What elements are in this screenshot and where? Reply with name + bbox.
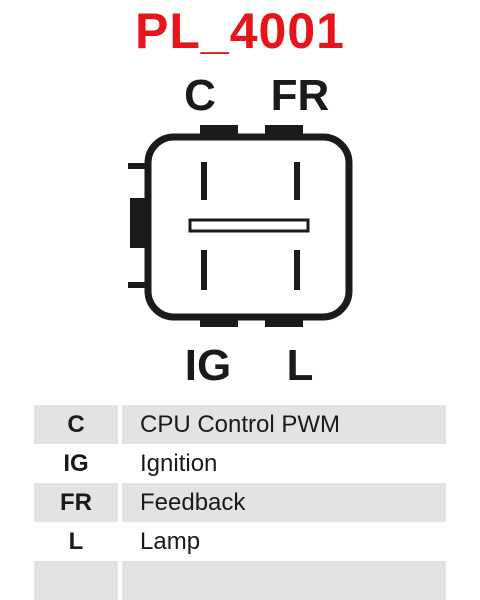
pin-label-l: L [286, 341, 314, 390]
legend-description: Feedback [122, 483, 446, 522]
connector-diagram [128, 125, 353, 327]
legend-row: IG Ignition [34, 444, 446, 483]
legend-description: Lamp [140, 527, 201, 555]
pin-label-fr: FR [270, 71, 330, 120]
legend-code: IG [63, 449, 89, 477]
legend-row [34, 561, 446, 600]
pin-label-ig: IG [184, 341, 232, 390]
legend-code: FR [34, 483, 118, 522]
legend-code: C [34, 405, 118, 444]
legend-row: L Lamp [34, 522, 446, 561]
key-bar [188, 218, 310, 233]
legend-description: Ignition [140, 449, 218, 477]
legend-description [122, 561, 446, 600]
legend-code [34, 561, 118, 600]
pin-label-c: C [184, 71, 216, 120]
connector-title: PL_4001 [135, 3, 345, 59]
legend-description: CPU Control PWM [122, 405, 446, 444]
legend-code: L [68, 527, 84, 555]
